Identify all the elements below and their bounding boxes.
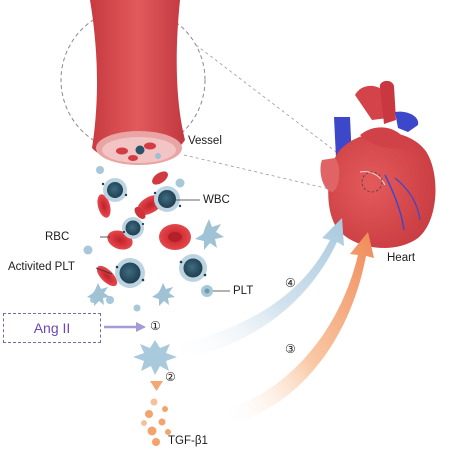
- activated-plt-label: Activited PLT: [8, 261, 75, 273]
- aorta: [379, 80, 396, 124]
- rbc-cell: [152, 171, 168, 185]
- ang-arrow-head: [136, 322, 146, 332]
- wbc-cell: [122, 217, 144, 239]
- wbc-cell: [179, 254, 207, 282]
- heart-label: Heart: [387, 252, 416, 264]
- vessel: [90, 0, 185, 165]
- wbc-label: WBC: [203, 194, 230, 206]
- plt-label: PLT: [233, 285, 254, 297]
- tgf-label: TGF-β1: [168, 435, 208, 447]
- wbc-cell: [103, 178, 127, 202]
- step-2-marker: ②: [165, 370, 176, 384]
- activated-platelet-large: [133, 340, 177, 375]
- arrow-3-path: [225, 232, 374, 425]
- heart-focus-circle: [361, 171, 383, 193]
- arrow-4-path: [175, 218, 344, 360]
- heart-body: [328, 132, 436, 248]
- leader-lines: [95, 199, 230, 292]
- tgf-particles: [141, 398, 171, 446]
- step-1-marker: ①: [150, 319, 161, 333]
- ang2-box: Ang II: [3, 313, 101, 343]
- rbc-cell: [97, 194, 111, 218]
- wbc-cell: [115, 258, 145, 288]
- heart: [320, 80, 436, 248]
- rbc-label: RBC: [45, 231, 70, 243]
- orange-down-arrow: [150, 381, 163, 391]
- rbc-cell: [96, 265, 118, 287]
- ang2-label: Ang II: [33, 320, 71, 336]
- rbc-cell: [134, 207, 146, 219]
- wbc-group: [101, 178, 207, 288]
- pulmonary-artery-blue: [395, 111, 419, 132]
- vessel-label: Vessel: [188, 135, 222, 147]
- guide-line-top: [195, 44, 374, 181]
- activated-platelets: [87, 219, 224, 306]
- step-3-marker: ③: [285, 342, 296, 356]
- step-4-marker: ④: [285, 276, 296, 290]
- wbc-cell: [154, 186, 180, 212]
